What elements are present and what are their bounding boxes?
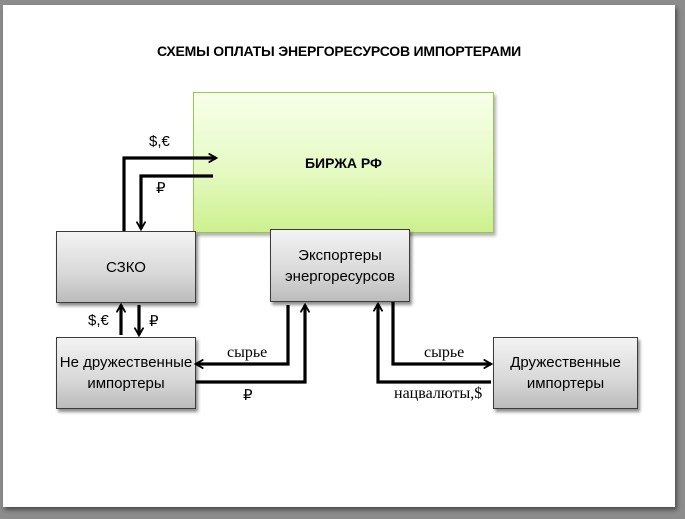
label-raw-to-friendly: сырье	[424, 344, 465, 361]
friendly-importers-label: Дружественные импортеры	[510, 354, 621, 392]
szko-label: СЗКО	[106, 258, 146, 276]
page-title: СХЕМЫ ОПЛАТЫ ЭНЕРГОРЕСУРСОВ ИМПОРТЕРАМИ	[156, 43, 522, 59]
arrow-exporters-raw-to-unfriendly	[193, 305, 290, 369]
label-unfriendly-to-szko: $,€	[88, 312, 109, 329]
label-szko-to-exchange: $,€	[149, 133, 170, 150]
friendly-importers-node: Дружественные импортеры	[493, 337, 638, 409]
exchange-label: БИРЖА РФ	[304, 154, 383, 171]
unfriendly-importers-node: Не дружественные импортеры	[56, 337, 196, 409]
exporters-node: Экспортеры энергоресурсов	[270, 229, 410, 302]
arrow-szko-to-exchange	[122, 153, 219, 231]
exchange-node: БИРЖА РФ	[193, 92, 494, 233]
label-unfriendly-pays: ₽	[243, 387, 253, 404]
arrow-exchange-to-szko	[136, 174, 213, 232]
label-exchange-to-szko: ₽	[156, 180, 166, 197]
label-friendly-pays: нацвалюты,$	[394, 385, 483, 402]
unfriendly-importers-label: Не дружественные импортеры	[59, 354, 193, 392]
arrow-unfriendly-pays-exporters	[196, 302, 310, 384]
exporters-label: Экспортеры энергоресурсов	[285, 246, 395, 285]
arrow-exporters-raw-to-friendly	[391, 302, 494, 369]
label-raw-to-unfriendly: сырье	[227, 344, 268, 361]
szko-node: СЗКО	[56, 231, 196, 303]
arrow-friendly-pays-exporters	[373, 301, 491, 384]
label-szko-to-unfriendly: ₽	[149, 313, 159, 330]
